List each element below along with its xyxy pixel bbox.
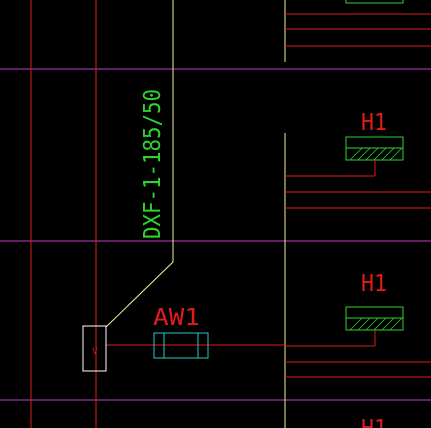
heater-label: H1 — [361, 271, 387, 297]
panel-label: AW1 — [153, 305, 200, 331]
heater-label-partial: H1 — [361, 416, 387, 428]
heater-group-2 — [285, 306, 431, 378]
junction-box-marker: V — [92, 347, 98, 357]
junction-box — [82, 325, 107, 372]
distribution-panel-aw1 — [153, 332, 209, 359]
branch-lines-top — [285, 13, 431, 47]
cable-label: DXF-1-185/50 — [140, 89, 166, 239]
heater-group-1 — [285, 136, 431, 209]
cable-route-line — [105, 0, 174, 328]
heater-label: H1 — [361, 110, 387, 136]
heater-symbol-partial-top — [345, 0, 404, 4]
